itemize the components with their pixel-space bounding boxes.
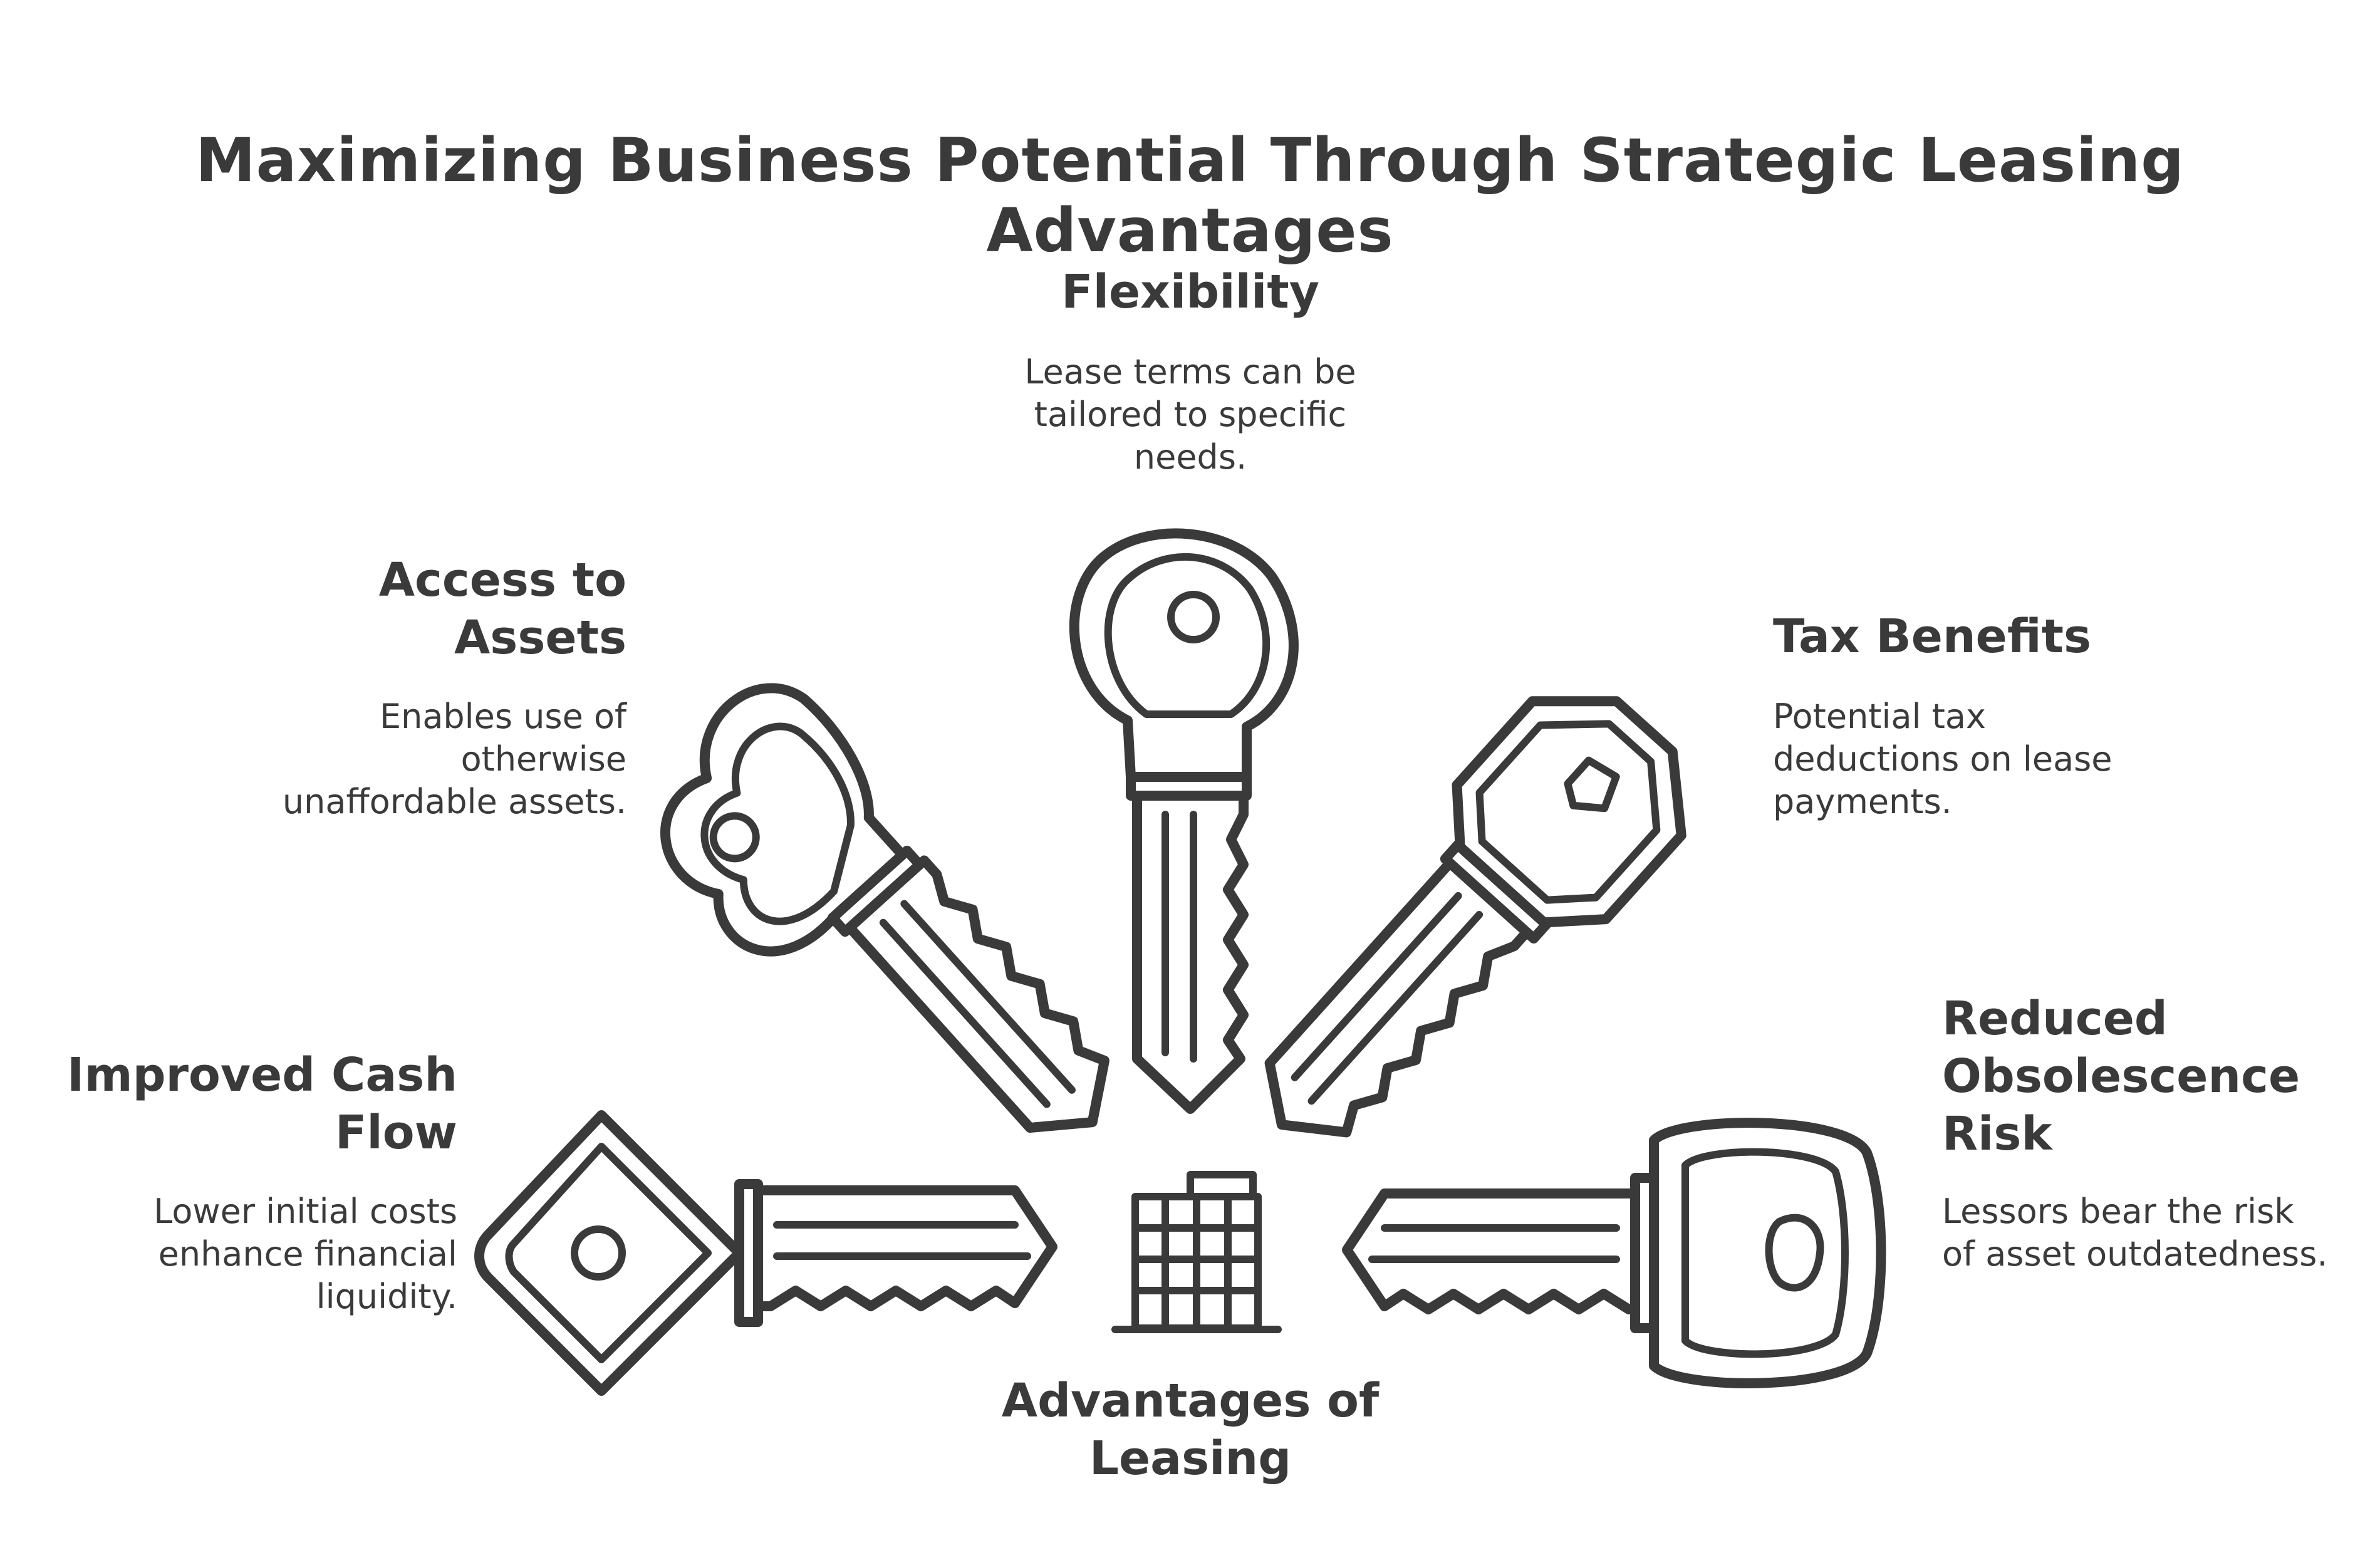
reduced-obsolescence-risk-heading: Reduced Obsolescence Risk bbox=[1942, 992, 2300, 1161]
reduced-obsolescence-risk-description: Lessors bear the risk of asset outdatedn… bbox=[1942, 1192, 2328, 1274]
improved-cash-flow-description: Lower initial costs enhance financial li… bbox=[153, 1192, 457, 1316]
key-icon bbox=[1069, 528, 1299, 1114]
page-title: Maximizing Business Potential Through St… bbox=[195, 125, 2185, 266]
flexibility-description: Lease terms can be tailored to specific … bbox=[1024, 352, 1356, 477]
key-icon bbox=[474, 1110, 1057, 1396]
key-icon bbox=[660, 683, 1109, 1133]
access-to-assets-heading: Access to Assets bbox=[378, 553, 626, 665]
tax-benefits-heading: Tax Benefits bbox=[1773, 610, 2092, 663]
center-label: Advantages of Leasing bbox=[1001, 1374, 1380, 1485]
office-building-icon bbox=[1111, 1171, 1282, 1333]
key-icon bbox=[1342, 1118, 1886, 1388]
improved-cash-flow-heading: Improved Cash Flow bbox=[66, 1048, 457, 1160]
access-to-assets-description: Enables use of otherwise unaffordable as… bbox=[282, 697, 626, 821]
tax-benefits-description: Potential tax deductions on lease paymen… bbox=[1773, 697, 2112, 821]
flexibility-heading: Flexibility bbox=[1061, 265, 1319, 319]
key-icon bbox=[1264, 696, 1686, 1138]
